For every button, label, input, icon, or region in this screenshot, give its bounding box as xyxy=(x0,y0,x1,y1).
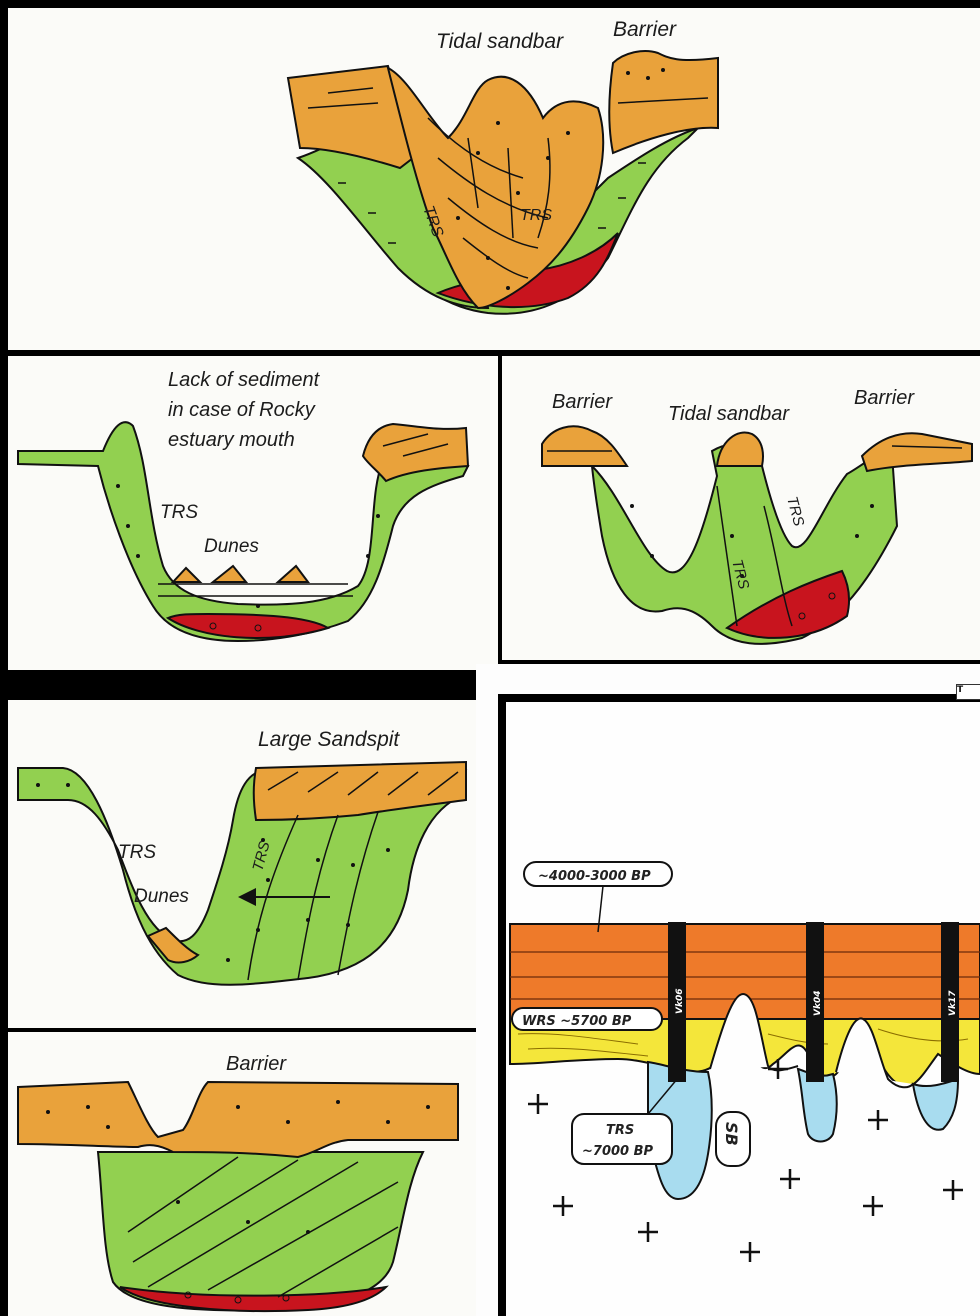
sand-sandbar-center xyxy=(717,433,763,466)
label-trs-right: TRS xyxy=(520,207,552,224)
core-label-2: Vk04 xyxy=(813,991,823,1016)
corner-fragment: T xyxy=(956,684,980,700)
label-large-sandspit: Large Sandspit xyxy=(258,728,400,751)
core-label-3: Vk17 xyxy=(948,990,958,1016)
diagram-large-sandspit: Large Sandspit TRS TRS Dunes xyxy=(8,700,478,1028)
diagram-barrier-infill: Barrier xyxy=(8,1032,478,1316)
label-trs: TRS xyxy=(160,502,198,523)
label-sb: SB xyxy=(722,1122,741,1146)
diagram-rocky-estuary: Lack of sediment in case of Rocky estuar… xyxy=(8,356,498,670)
label-trs-line-1: TRS xyxy=(606,1123,634,1138)
label-barrier-right: Barrier xyxy=(854,387,915,409)
diagram-cross-section: Vk06 Vk04 Vk17 ~4000-3000 BP WRS ~5700 B… xyxy=(498,694,980,1316)
label-wrs: WRS ~5700 BP xyxy=(522,1014,632,1029)
panel-tidal-sandbar-barrier: Tidal sandbar Barrier TRS TRS xyxy=(8,8,980,350)
label-barrier-left: Barrier xyxy=(552,391,613,413)
label-tidal-sandbar: Tidal sandbar xyxy=(668,403,790,425)
core-label-1: Vk06 xyxy=(675,989,685,1014)
label-trs-line-2: ~7000 BP xyxy=(582,1144,654,1159)
panel-cross-section: Vk06 Vk04 Vk17 ~4000-3000 BP WRS ~5700 B… xyxy=(498,694,980,1316)
caption-line-2: in case of Rocky xyxy=(168,399,316,421)
label-dunes: Dunes xyxy=(204,536,259,557)
label-trs-left: TRS xyxy=(118,842,156,863)
panel-rocky-estuary: Lack of sediment in case of Rocky estuar… xyxy=(8,356,498,670)
label-tidal-sandbar: Tidal sandbar xyxy=(436,30,564,53)
dunes xyxy=(173,566,308,582)
mud-valley xyxy=(98,1152,423,1310)
caption-line-3: estuary mouth xyxy=(168,429,295,451)
label-dunes: Dunes xyxy=(134,886,189,907)
label-age-marine: ~4000-3000 BP xyxy=(538,869,651,884)
label-barrier: Barrier xyxy=(226,1053,287,1075)
corner-fragment-text: T xyxy=(957,685,963,695)
panel-barrier-infill: Barrier xyxy=(8,1032,478,1316)
sand-barrier-left xyxy=(542,426,627,466)
panel-double-barrier: Barrier Tidal sandbar Barrier TRS TRS xyxy=(502,356,980,660)
mud-valley xyxy=(592,445,897,644)
label-trs-1: TRS xyxy=(783,495,807,528)
diagram-top: Tidal sandbar Barrier TRS TRS xyxy=(8,8,980,350)
diagram-double-barrier: Barrier Tidal sandbar Barrier TRS TRS xyxy=(502,356,980,660)
panel-large-sandspit: Large Sandspit TRS TRS Dunes xyxy=(8,700,478,1028)
label-barrier: Barrier xyxy=(613,18,677,41)
sand-barrier-right xyxy=(862,433,972,471)
caption-line-1: Lack of sediment xyxy=(168,369,321,391)
sand-barrier-top xyxy=(18,1082,458,1157)
